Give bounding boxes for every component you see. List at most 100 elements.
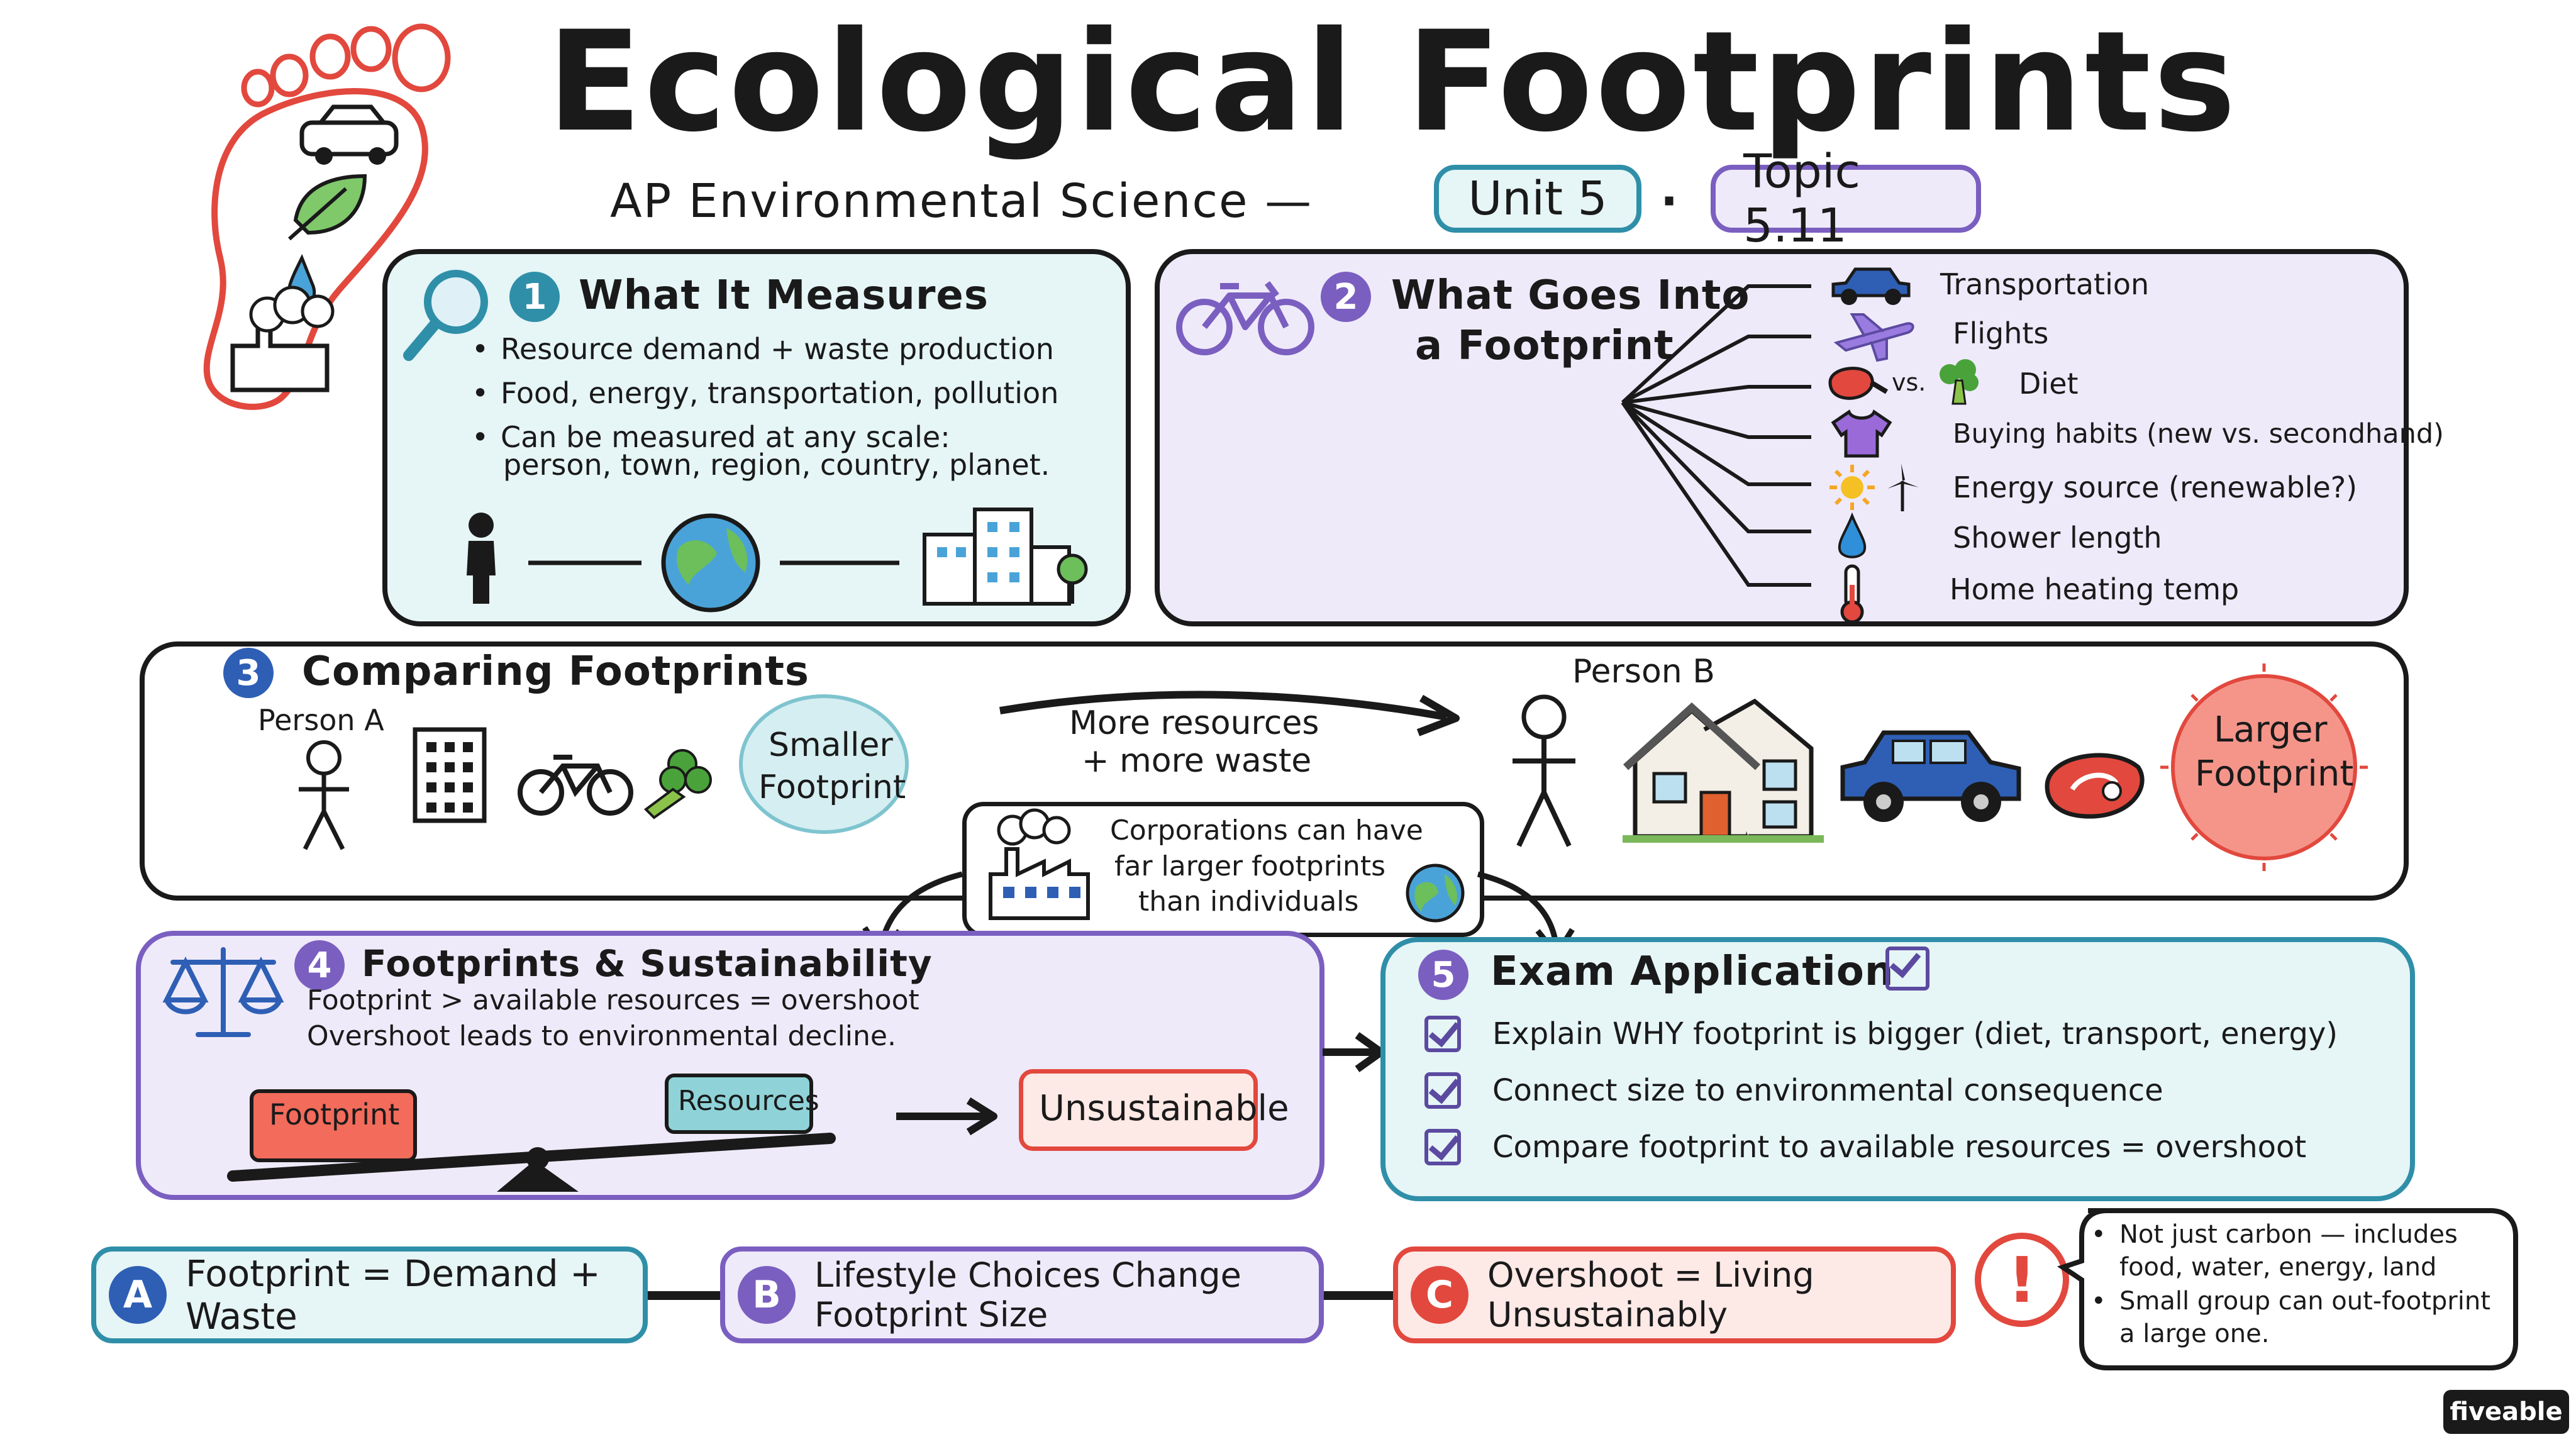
person-a-label: Person A xyxy=(258,703,384,737)
vs-label: vs. xyxy=(1892,369,1926,396)
larger-footprint-line2: Footprint xyxy=(2195,753,2354,794)
summary-c: C Overshoot = Living Unsustainably xyxy=(1393,1246,1956,1343)
person-b-icon xyxy=(1513,694,1575,847)
callout-note1-line2: food, water, energy, land xyxy=(2119,1253,2437,1282)
unit-badge: Unit 5 xyxy=(1434,165,1641,233)
apartment-icon xyxy=(413,727,487,823)
callout-note2-line1: Small group can out-footprint xyxy=(2119,1287,2490,1316)
thermometer-icon xyxy=(1840,564,1864,624)
check-icon xyxy=(1424,1072,1461,1109)
section-2-number: 2 xyxy=(1321,272,1371,322)
overshoot-consequence: Overshoot leads to environmental decline… xyxy=(307,1020,896,1052)
corporation-line1: Corporations can have xyxy=(1110,814,1423,847)
unsustainable-badge xyxy=(1019,1069,1258,1151)
check-icon xyxy=(1424,1129,1461,1165)
suv-icon xyxy=(1840,730,2021,822)
topic-badge: Topic 5.11 xyxy=(1711,145,1981,253)
person-b-label: Person B xyxy=(1572,653,1715,691)
footprint-logo-icon xyxy=(203,23,451,410)
seesaw-illustration xyxy=(227,1074,836,1192)
factor-buying-habits: Buying habits (new vs. secondhand) xyxy=(1953,418,2444,450)
factor-diet: Diet xyxy=(2019,367,2079,401)
house-icon xyxy=(1623,698,1824,843)
magnifier-icon xyxy=(403,270,488,361)
summary-a: A Footprint = Demand + Waste xyxy=(91,1246,648,1343)
bullet-item: Resource demand + waste production xyxy=(465,327,1058,371)
section-3-number: 3 xyxy=(223,648,274,698)
sun-icon xyxy=(1829,465,1875,510)
factor-transportation: Transportation xyxy=(1940,267,2150,301)
wind-turbine-icon xyxy=(1887,464,1919,511)
exam-item-text: Connect size to environmental consequenc… xyxy=(1492,1073,2163,1108)
summary-b-text: Lifestyle Choices Change Footprint Size xyxy=(814,1255,1241,1335)
section-2-title-line2: a Footprint xyxy=(1415,323,1674,369)
factory-icon xyxy=(989,808,1090,920)
seesaw-footprint-label: Footprint xyxy=(269,1097,400,1131)
section-4-number: 4 xyxy=(294,940,345,991)
section-2-title-line1: What Goes Into xyxy=(1391,272,1750,319)
bicycle-small-icon xyxy=(518,755,633,816)
broccoli-small-icon xyxy=(643,749,712,819)
bullet-item: Can be measured at any scale: xyxy=(465,415,1058,459)
arrow-label-line2: + more waste xyxy=(1082,742,1312,780)
smaller-footprint-line2: Footprint xyxy=(758,769,906,806)
summary-c-text: Overshoot = Living Unsustainably xyxy=(1487,1255,1814,1335)
factor-home-heating: Home heating temp xyxy=(1950,572,2240,606)
seesaw-resources-label: Resources xyxy=(678,1085,819,1117)
exam-item-connect: Connect size to environmental consequenc… xyxy=(1424,1072,2163,1109)
arrow-label-line1: More resources xyxy=(1069,704,1319,742)
exam-item-text: Compare footprint to available resources… xyxy=(1492,1130,2307,1165)
factor-branch-lines xyxy=(1621,284,1811,587)
bullet-item: Food, energy, transportation, pollution xyxy=(465,371,1058,415)
warning-icon: ! xyxy=(1975,1233,2069,1327)
corporation-line3: than individuals xyxy=(1138,886,1359,918)
to-exam-arrow xyxy=(1323,1032,1388,1072)
larger-footprint-bubble xyxy=(2160,663,2368,871)
fiveable-logo: fiveable xyxy=(2443,1390,2569,1434)
section-1-bullets: Resource demand + waste production Food,… xyxy=(465,327,1058,459)
summary-a-letter: A xyxy=(109,1266,167,1324)
callout-note2-line2: a large one. xyxy=(2119,1319,2270,1348)
person-a-icon xyxy=(299,740,349,850)
smaller-footprint-bubble xyxy=(739,694,909,834)
section-5-number: 5 xyxy=(1418,950,1468,1000)
scale-list: person, town, region, country, planet. xyxy=(503,448,1050,482)
callout-bullet-dot: • xyxy=(2091,1220,2106,1249)
balance-scale-icon xyxy=(162,947,284,1037)
more-resources-arrow xyxy=(999,691,1460,736)
bicycle-icon xyxy=(1176,281,1314,355)
summary-a-text: Footprint = Demand + Waste xyxy=(186,1252,601,1338)
larger-footprint-line1: Larger xyxy=(2214,709,2328,750)
exam-item-compare: Compare footprint to available resources… xyxy=(1424,1129,2306,1165)
section-1-title: What It Measures xyxy=(579,272,989,319)
unsustainable-label: Unsustainable xyxy=(1039,1088,1289,1129)
header-separator: · xyxy=(1660,174,1680,228)
summary-b: B Lifestyle Choices Change Footprint Siz… xyxy=(720,1246,1324,1343)
section-4-title: Footprints & Sustainability xyxy=(362,942,933,985)
factor-flights: Flights xyxy=(1953,316,2049,350)
summary-c-letter: C xyxy=(1411,1266,1468,1324)
car-icon xyxy=(1831,267,1911,305)
city-icon xyxy=(923,508,1088,606)
section-3-title: Comparing Footprints xyxy=(302,648,809,695)
speech-bubble xyxy=(2057,1208,2518,1370)
check-icon xyxy=(1424,1016,1461,1052)
exam-item-text: Explain WHY footprint is bigger (diet, t… xyxy=(1492,1016,2338,1052)
page-subtitle: AP Environmental Science — xyxy=(610,174,1313,228)
meat-icon xyxy=(1828,367,1889,400)
broccoli-icon xyxy=(1940,359,1979,405)
section-1-number: 1 xyxy=(509,272,560,322)
scale-illustration xyxy=(467,508,1088,613)
callout-bullet-dot: • xyxy=(2091,1287,2106,1316)
exam-item-explain: Explain WHY footprint is bigger (diet, t… xyxy=(1424,1016,2338,1052)
to-unsustainable-arrow xyxy=(896,1097,997,1136)
smaller-footprint-line1: Smaller xyxy=(769,726,893,764)
section-5-title: Exam Application xyxy=(1491,948,1894,995)
callout-note1-line1: Not just carbon — includes xyxy=(2119,1220,2458,1249)
factor-energy-source: Energy source (renewable?) xyxy=(1953,470,2358,504)
steak-icon xyxy=(2045,753,2145,819)
shirt-icon xyxy=(1831,409,1892,458)
overshoot-definition: Footprint > available resources = oversh… xyxy=(307,984,919,1016)
corporation-line2: far larger footprints xyxy=(1114,850,1385,882)
airplane-icon xyxy=(1833,313,1914,362)
